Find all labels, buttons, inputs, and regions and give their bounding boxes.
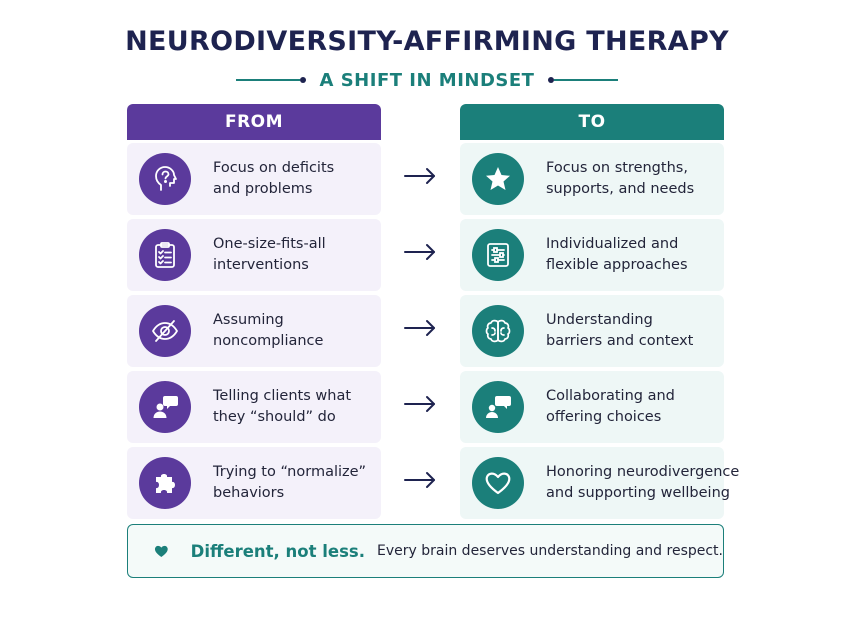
from-card-deficits: Focus on deficits and problems [127, 143, 381, 215]
page-title: NEURODIVERSITY-AFFIRMING THERAPY [125, 26, 729, 57]
puzzle-piece-icon [139, 457, 191, 509]
to-column-header: TO [460, 104, 724, 140]
arrow-right-icon [400, 313, 440, 343]
arrow-right-icon [400, 237, 440, 267]
heart-icon [154, 545, 168, 557]
from-text: Telling clients what they “should” do [213, 388, 352, 425]
banner-headline: Different, not less. [190, 541, 366, 561]
people-chat-icon [472, 381, 524, 433]
to-text: Honoring neurodivergence and supporting … [546, 464, 740, 501]
person-speech-icon [139, 381, 191, 433]
to-card-honoring: Honoring neurodivergence and supporting … [460, 447, 739, 519]
subtitle: A SHIFT IN MINDSET [319, 69, 535, 91]
sliders-icon [472, 229, 524, 281]
from-card-noncompliance: Assuming noncompliance [127, 295, 381, 367]
clipboard-checklist-icon [139, 229, 191, 281]
to-text: Individualized and flexible approaches [546, 236, 688, 273]
arrow-right-icon [400, 389, 440, 419]
subtitle-right-divider [548, 77, 619, 83]
to-text: Collaborating and offering choices [546, 388, 675, 425]
from-text: Assuming noncompliance [213, 312, 324, 349]
subtitle-left-divider [235, 77, 306, 83]
eye-slash-icon [139, 305, 191, 357]
to-card-understanding: Understanding barriers and context [460, 295, 724, 367]
heart-icon [472, 457, 524, 509]
to-card-individualized: Individualized and flexible approaches [460, 219, 724, 291]
star-icon [472, 153, 524, 205]
message-banner: Different, not less. Every brain deserve… [127, 524, 724, 578]
to-card-collaborating: Collaborating and offering choices [460, 371, 724, 443]
subtitle-row: A SHIFT IN MINDSET [0, 68, 854, 92]
head-question-icon [139, 153, 191, 205]
from-card-one-size: One-size-fits-all interventions [127, 219, 381, 291]
to-text: Understanding barriers and context [546, 312, 694, 349]
arrow-right-icon [400, 465, 440, 495]
brain-icon [472, 305, 524, 357]
to-text: Focus on strengths, supports, and needs [546, 160, 695, 197]
arrow-right-icon [400, 161, 440, 191]
from-text: Trying to “normalize” behaviors [213, 464, 367, 501]
from-card-telling: Telling clients what they “should” do [127, 371, 381, 443]
from-card-normalize: Trying to “normalize” behaviors [127, 447, 381, 519]
from-column-header: FROM [127, 104, 381, 140]
from-text: One-size-fits-all interventions [213, 236, 326, 273]
from-text: Focus on deficits and problems [213, 160, 335, 197]
to-card-strengths: Focus on strengths, supports, and needs [460, 143, 724, 215]
banner-text: Every brain deserves understanding and r… [377, 543, 723, 559]
